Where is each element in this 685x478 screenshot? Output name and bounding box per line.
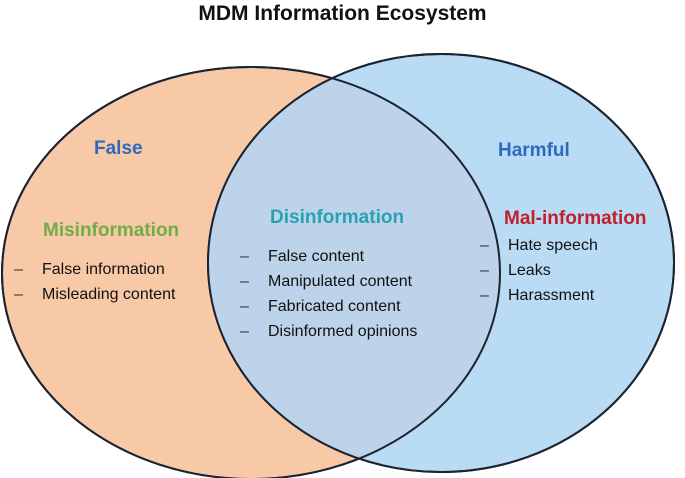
bullet-dash: –	[14, 261, 23, 278]
list-item-text: Manipulated content	[268, 273, 413, 290]
list-item-text: False content	[268, 248, 365, 265]
list-item: – Disinformed opinions	[240, 319, 417, 344]
harmful-set-label: Harmful	[498, 140, 570, 161]
malinformation-label: Mal-information	[504, 208, 647, 229]
harmful-set-outline	[207, 53, 675, 473]
list-item: – Misleading content	[14, 282, 175, 307]
list-item-text: Disinformed opinions	[268, 323, 418, 340]
list-item-text: Fabricated content	[268, 298, 401, 315]
bullet-dash: –	[240, 298, 249, 315]
list-item: – Hate speech	[480, 233, 598, 258]
misinformation-label: Misinformation	[43, 220, 180, 241]
bullet-dash: –	[480, 237, 489, 254]
list-item-text: Hate speech	[508, 237, 598, 254]
malinformation-items: – Hate speech – Leaks – Harassment	[480, 233, 598, 308]
list-item: – Harassment	[480, 283, 598, 308]
bullet-dash: –	[240, 323, 249, 340]
list-item: – False information	[14, 257, 175, 282]
list-item: – Leaks	[480, 258, 598, 283]
list-item: – False content	[240, 244, 417, 269]
diagram-title: MDM Information Ecosystem	[198, 2, 487, 25]
bullet-dash: –	[240, 248, 249, 265]
disinformation-label: Disinformation	[270, 207, 405, 228]
bullet-dash: –	[14, 286, 23, 303]
false-set-outline	[1, 66, 501, 478]
false-set-label: False	[94, 138, 143, 159]
misinformation-items: – False information – Misleading content	[14, 257, 175, 307]
bullet-dash: –	[240, 273, 249, 290]
overlap-region	[208, 67, 500, 472]
bullet-dash: –	[480, 287, 489, 304]
list-item: – Fabricated content	[240, 294, 417, 319]
list-item-text: Misleading content	[42, 286, 176, 303]
list-item: – Manipulated content	[240, 269, 417, 294]
disinformation-items: – False content – Manipulated content – Fab…	[240, 244, 417, 344]
list-item-text: False information	[42, 261, 165, 278]
list-item-text: Harassment	[508, 287, 595, 304]
list-item-text: Leaks	[508, 262, 551, 279]
bullet-dash: –	[480, 262, 489, 279]
